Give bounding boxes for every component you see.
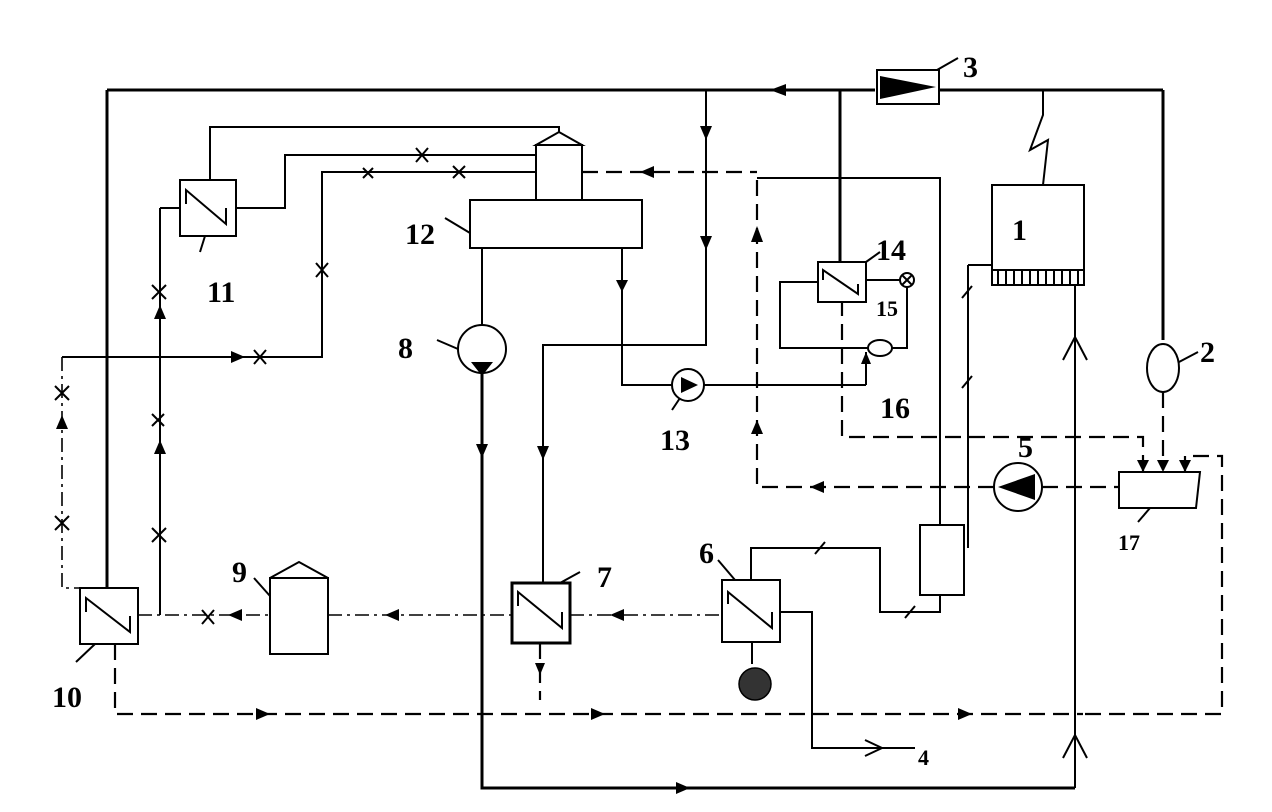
boiler-grate bbox=[997, 270, 1079, 285]
label-12: 12 bbox=[405, 218, 435, 251]
label-4: 4 bbox=[918, 745, 929, 770]
label-9: 9 bbox=[232, 556, 247, 589]
label-10: 10 bbox=[52, 681, 82, 714]
label-17: 17 bbox=[1118, 530, 1140, 555]
component-17-collector: 17 bbox=[1083, 454, 1224, 716]
label-3: 3 bbox=[963, 51, 978, 84]
component-1-boiler: 1 bbox=[991, 90, 1085, 286]
label-1: 1 bbox=[1012, 214, 1027, 247]
component-6-heat-exchanger: 6 4 bbox=[699, 537, 941, 770]
label-6: 6 bbox=[699, 537, 714, 570]
component-3-injector: 3 bbox=[876, 51, 978, 105]
fuel-source-icon bbox=[738, 667, 772, 701]
label-13: 13 bbox=[660, 424, 690, 457]
label-7: 7 bbox=[597, 561, 612, 594]
component-10-heat-exchanger: 10 bbox=[52, 587, 1083, 720]
component-7-heat-exchanger: 7 bbox=[510, 90, 722, 700]
component-8-pump: 8 bbox=[398, 248, 1075, 794]
label-14: 14 bbox=[876, 234, 906, 267]
label-15: 15 bbox=[876, 296, 898, 321]
component-2-tank: 2 bbox=[1146, 336, 1215, 472]
separator-cylinder bbox=[757, 177, 992, 596]
boiler-feed-line bbox=[1062, 285, 1088, 788]
component-13-pump: 13 bbox=[660, 368, 705, 457]
cross-marks bbox=[54, 147, 466, 625]
component-5-pump: 5 bbox=[751, 180, 1119, 512]
component-9-tank: 9 bbox=[232, 556, 512, 655]
component-16-valve: 16 bbox=[700, 339, 910, 425]
label-2: 2 bbox=[1200, 336, 1215, 369]
dash-dot-lines bbox=[56, 305, 270, 621]
label-5: 5 bbox=[1018, 431, 1033, 464]
component-14-heat-exchanger: 14 15 bbox=[779, 90, 915, 349]
top-header-line bbox=[105, 84, 1165, 588]
flow-arrow bbox=[751, 420, 763, 434]
label-16: 16 bbox=[880, 392, 910, 425]
dashed-16-to-17 bbox=[840, 300, 1149, 472]
label-8: 8 bbox=[398, 332, 413, 365]
label-11: 11 bbox=[207, 276, 235, 309]
